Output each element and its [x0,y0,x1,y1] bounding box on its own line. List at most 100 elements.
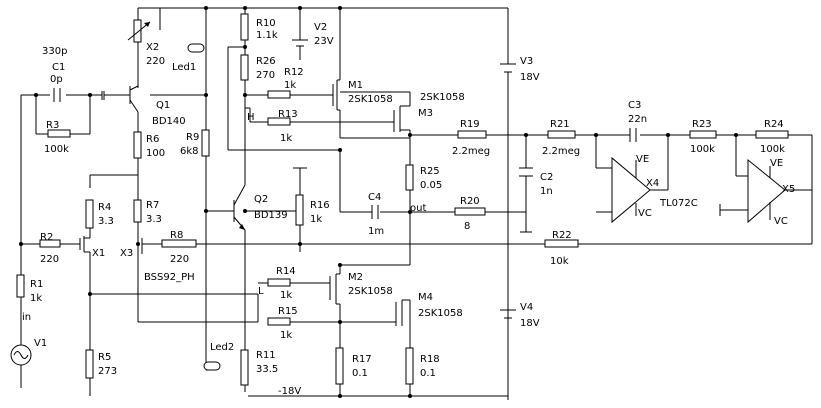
label-m1-part: 2SK1058 [348,94,393,105]
label-v4-val: 18V [520,318,540,329]
label-x1: X1 [92,248,105,259]
label-c3-val: 22n [628,114,647,125]
mosfet-m1[interactable] [332,79,340,111]
resistor-r17[interactable] [335,347,344,385]
label-v3-val: 18V [520,72,540,83]
resistor-r22[interactable] [544,239,579,248]
label-c1-extra: 330p [42,46,67,57]
resistor-r3[interactable] [47,129,71,138]
label-r1: R1 [30,279,43,290]
label-ve2: VE [770,158,783,169]
resistor-r16[interactable] [295,194,304,226]
resistor-r20[interactable] [454,207,486,216]
label-c1: C1 [52,62,65,73]
mosfet-x1[interactable] [79,236,90,253]
label-led1: Led1 [172,62,196,73]
resistor-r9[interactable] [201,129,210,157]
label-r2: R2 [40,232,53,243]
label-r15: R15 [278,306,298,317]
potentiometer-x2[interactable] [127,19,151,43]
label-c2-val: 1n [540,186,553,197]
label-r9-val: 6k8 [180,146,199,157]
resistor-r7[interactable] [133,199,142,223]
label-r7-val: 3.3 [146,214,162,225]
label-x3: X3 [120,248,133,259]
label-r15-val: 1k [280,330,292,341]
label-vc1: VC [638,208,652,219]
label-v4: V4 [520,302,533,313]
label-r1-val: 1k [30,293,42,304]
opamp-x5[interactable] [719,158,786,224]
resistor-r25[interactable] [405,164,414,191]
mosfet-m2[interactable] [329,273,340,305]
label-ve1: VE [636,154,649,165]
resistor-r23[interactable] [689,130,717,139]
mosfet-m3[interactable] [393,105,410,132]
resistor-r21[interactable] [547,130,576,139]
capacitor-c3[interactable] [629,128,637,142]
capacitor-c1[interactable] [53,88,61,102]
resistor-r4[interactable] [85,199,94,229]
label-r22-val: 10k [550,256,569,267]
label-out: out [410,203,426,214]
mosfet-m4[interactable] [395,299,410,326]
resistor-r1[interactable] [16,274,25,298]
resistor-r8[interactable] [161,239,197,248]
resistor-r6[interactable] [133,131,142,159]
label-v2: V2 [314,22,327,33]
capacitor-c2[interactable] [519,167,533,177]
label-r6: R6 [146,134,159,145]
resistor-r14[interactable] [267,278,291,287]
label-x4: X4 [646,178,659,189]
capacitor-c4[interactable] [371,205,379,219]
label-x2: X2 [146,42,159,53]
mosfet-x3[interactable] [137,238,150,254]
label-r3: R3 [46,120,59,131]
label-r11: R11 [256,350,276,361]
transistor-q1[interactable] [129,85,139,113]
label-vc2: VC [774,216,788,227]
label-r16-val: 1k [310,214,322,225]
label-r2-val: 220 [40,254,59,265]
label-m2: M2 [348,272,363,283]
label-r10: R10 [256,18,276,29]
battery-v2[interactable] [292,39,308,47]
label-c3: C3 [628,100,641,111]
label-r4: R4 [98,202,111,213]
label-r10-val: 1.1k [256,30,278,41]
label-r18-val: 0.1 [420,368,436,379]
led2-symbol[interactable] [203,361,221,371]
label-m4-part: 2SK1058 [418,308,463,319]
resistor-r5[interactable] [85,349,94,379]
label-m1: M1 [348,80,363,91]
label-r12-val: 1k [284,80,296,91]
label-r14: R14 [276,266,296,277]
label-r22: R22 [552,230,572,241]
label-r5: R5 [98,352,111,363]
label-r20: R20 [460,196,480,207]
resistor-r12[interactable] [267,90,291,99]
ac-source-v1[interactable] [10,344,32,366]
label-r14-val: 1k [280,290,292,301]
resistor-r24[interactable] [755,130,789,139]
battery-v4[interactable] [500,309,516,319]
resistor-r10[interactable] [240,13,249,41]
battery-v3[interactable] [500,63,516,73]
label-r26-val: 270 [256,70,275,81]
resistor-r19[interactable] [457,130,487,139]
label-r23: R23 [692,119,712,130]
resistor-r2[interactable] [39,239,61,248]
label-c2: C2 [540,172,553,183]
opamp-x4[interactable] [611,156,651,224]
transistor-q2[interactable] [233,184,246,231]
label-r24-val: 100k [760,144,785,155]
resistor-r13[interactable] [267,117,291,126]
resistor-r26[interactable] [240,54,249,81]
label-led2: Led2 [210,342,234,353]
resistor-r18[interactable] [405,347,414,385]
resistor-r15[interactable] [267,317,291,326]
led1-symbol[interactable] [187,43,205,53]
label-m3: M3 [418,108,433,119]
resistor-r11[interactable] [240,349,249,386]
